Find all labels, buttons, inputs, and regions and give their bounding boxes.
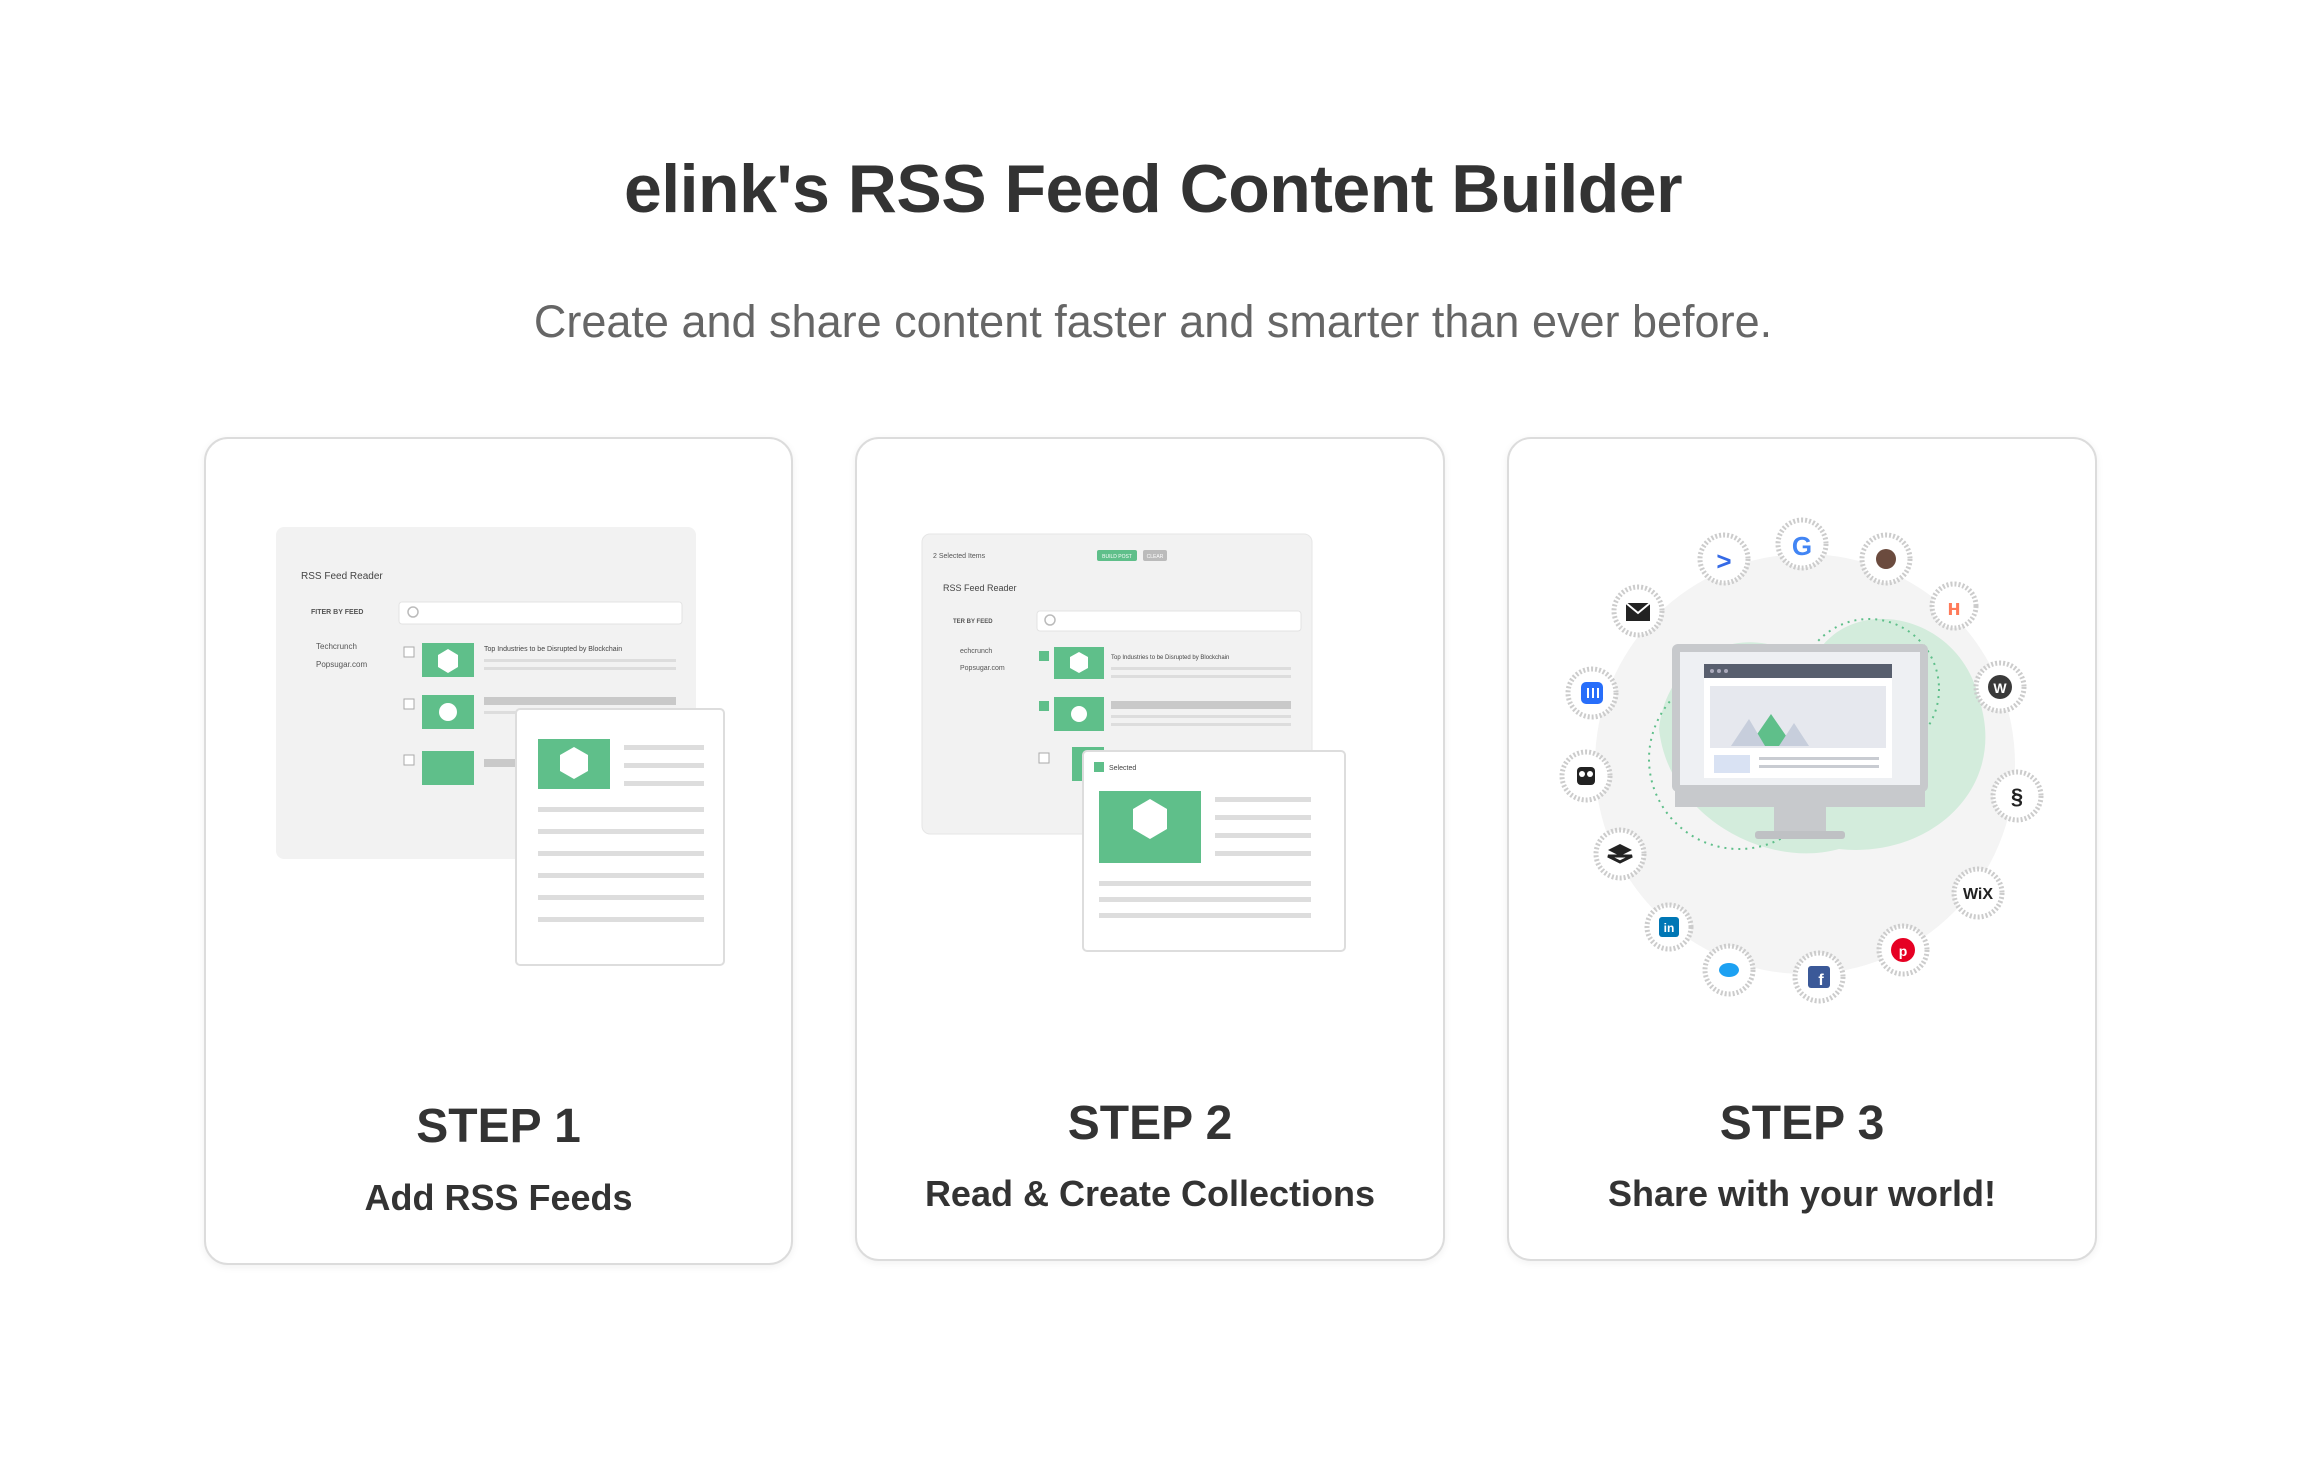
intercom-icon — [1565, 666, 1619, 720]
campaign-monitor-icon — [1611, 584, 1665, 638]
build-post-button: BUILD POST — [1102, 554, 1132, 560]
selected-label: Selected — [1109, 765, 1136, 772]
feed-techcrunch: Techcrunch — [316, 642, 357, 651]
hootsuite-icon — [1559, 749, 1613, 803]
collection-illustration: 2 Selected Items BUILD POST CLEAR RSS Fe… — [921, 533, 1346, 952]
step-description: Add RSS Feeds — [364, 1177, 633, 1218]
linkedin-icon: in — [1644, 902, 1694, 952]
feed-popsugar: Popsugar.com — [316, 660, 367, 669]
svg-text:p: p — [1899, 943, 1908, 959]
page-subtitle: Create and share content faster and smar… — [533, 296, 1773, 347]
svg-text:W: W — [1993, 680, 2007, 696]
wix-icon: WiX — [1951, 866, 2005, 920]
selected-count: 2 Selected Items — [933, 553, 986, 560]
svg-text:in: in — [1664, 921, 1675, 935]
step-card-3[interactable]: > G ʜ W § WiX p f in STEP 3 Share with y… — [1507, 437, 2097, 1261]
google-icon: G — [1775, 517, 1829, 571]
svg-text:WiX: WiX — [1963, 886, 1993, 903]
step-title: STEP 1 — [416, 1100, 581, 1153]
twitter-icon — [1702, 943, 1756, 997]
step-description: Read & Create Collections — [924, 1173, 1376, 1214]
step-card-1[interactable]: RSS Feed Reader FITER BY FEED Techcrunch… — [204, 437, 793, 1265]
step-title: STEP 2 — [1067, 1097, 1233, 1150]
step-title: STEP 3 — [1719, 1097, 1885, 1150]
squarespace-icon: § — [1990, 769, 2044, 823]
svg-text:>: > — [1716, 546, 1731, 576]
filter-label: FITER BY FEED — [311, 609, 363, 616]
svg-text:§: § — [2011, 784, 2023, 809]
facebook-icon: f — [1792, 950, 1846, 1004]
page-title: elink's RSS Feed Content Builder — [623, 151, 1683, 227]
svg-text:f: f — [1818, 972, 1824, 989]
article-title: Top Industries to be Disrupted by Blockc… — [1111, 655, 1229, 661]
step-description: Share with your world! — [1607, 1173, 1997, 1214]
share-integrations-illustration: > G ʜ W § WiX p f in — [1559, 517, 2044, 1004]
mailchimp-icon — [1859, 532, 1913, 586]
filter-label: TER BY FEED — [953, 619, 993, 625]
step-card-2[interactable]: 2 Selected Items BUILD POST CLEAR RSS Fe… — [855, 437, 1445, 1261]
panel-title: RSS Feed Reader — [301, 571, 383, 582]
hubspot-icon: ʜ — [1929, 581, 1979, 631]
feed-techcrunch: echcrunch — [960, 648, 992, 655]
buffer-icon — [1593, 827, 1647, 881]
clear-button: CLEAR — [1147, 554, 1164, 560]
svg-text:G: G — [1792, 531, 1812, 561]
wordpress-icon: W — [1973, 660, 2027, 714]
rss-reader-illustration: RSS Feed Reader FITER BY FEED Techcrunch… — [276, 527, 725, 966]
article-title: Top Industries to be Disrupted by Blockc… — [484, 646, 622, 653]
feed-popsugar: Popsugar.com — [960, 665, 1005, 672]
svg-text:ʜ: ʜ — [1947, 595, 1960, 620]
pinterest-icon: p — [1876, 923, 1930, 977]
activecampaign-icon: > — [1697, 532, 1751, 586]
panel-title: RSS Feed Reader — [943, 583, 1017, 593]
